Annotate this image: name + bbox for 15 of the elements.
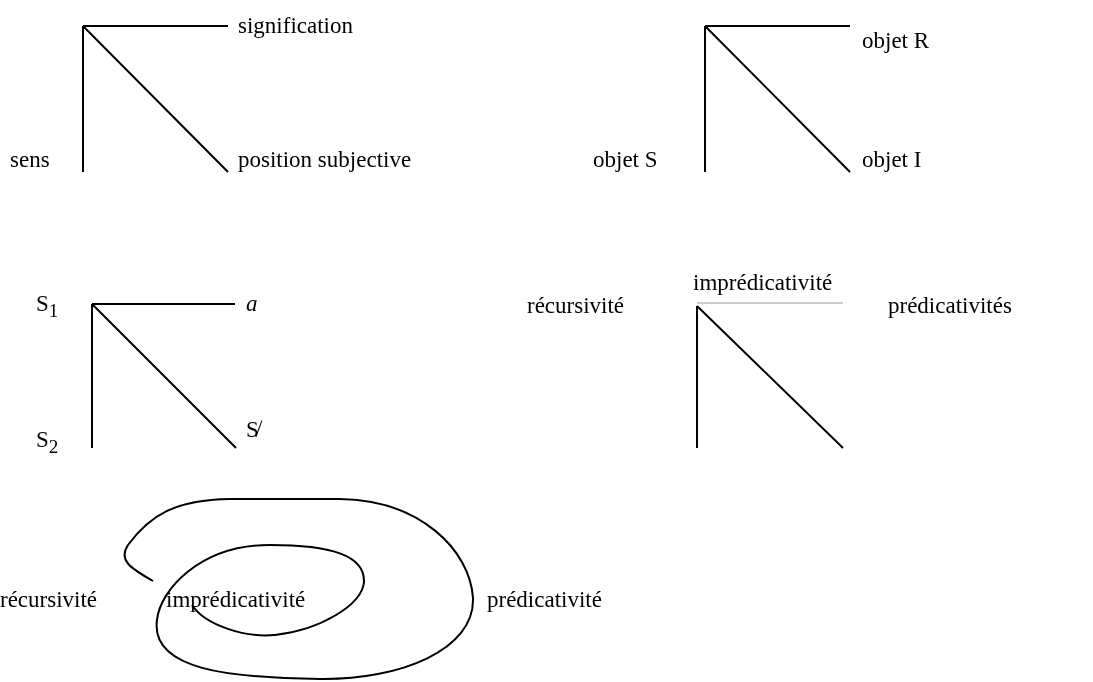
- term-label: prédicativité: [487, 587, 602, 613]
- term-label: objet S: [593, 147, 658, 173]
- term-label: position subjective: [238, 147, 412, 173]
- term-label: imprédicativité: [693, 270, 833, 296]
- term-label: objet R: [862, 28, 930, 54]
- term-label: S$_{1}$: [36, 291, 59, 323]
- term-label: signification: [238, 13, 353, 39]
- term-label: sens: [10, 147, 50, 173]
- term-label: récursivité: [527, 293, 625, 319]
- term-label: objet I: [862, 147, 922, 173]
- term-label: a: [246, 291, 258, 317]
- term-label: récursivité: [0, 587, 98, 613]
- term-label: prédicativités: [888, 293, 1012, 319]
- term-label: S$_{2}$: [36, 427, 59, 459]
- term-label: imprédicativité: [166, 587, 306, 613]
